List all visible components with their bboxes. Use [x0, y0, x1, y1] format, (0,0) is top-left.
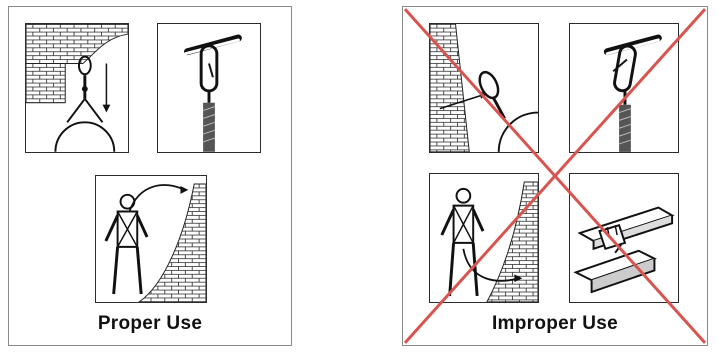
hook-side-load-icon: [430, 24, 538, 152]
anchor-hook-load-icon: [26, 24, 128, 152]
anchor-hook-load-tile: [25, 23, 129, 153]
carabiner-cross-gate-icon: [570, 24, 678, 152]
improper-use-panel: Improper Use: [402, 6, 708, 346]
harness-worker-connect-tile: [95, 175, 207, 303]
proper-use-caption: Proper Use: [9, 313, 291, 335]
improper-use-caption: Improper Use: [403, 313, 707, 335]
carabiner-on-bar-tile: [157, 23, 261, 153]
harness-worker-wrong-icon: [430, 174, 538, 302]
carabiner-on-bar-icon: [158, 24, 260, 152]
hook-side-load-tile: [429, 23, 539, 153]
proper-use-panel: Proper Use: [8, 6, 292, 346]
harness-worker-connect-icon: [96, 176, 206, 302]
beam-clamp-misuse-icon: [570, 174, 678, 302]
carabiner-cross-gate-tile: [569, 23, 679, 153]
harness-worker-wrong-tile: [429, 173, 539, 303]
beam-clamp-misuse-tile: [569, 173, 679, 303]
